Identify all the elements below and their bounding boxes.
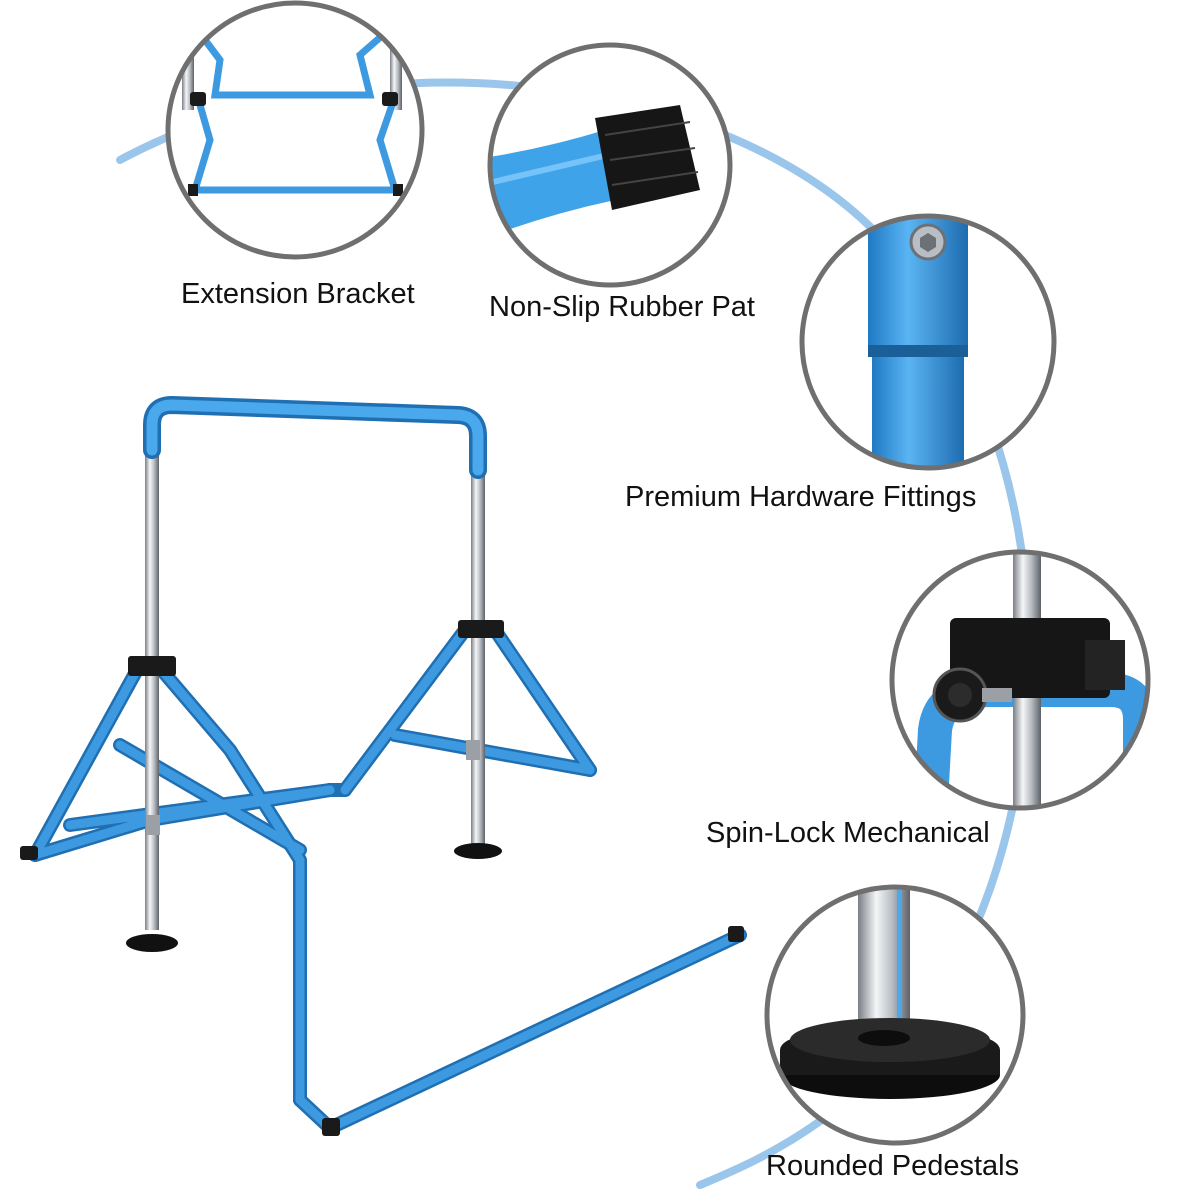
gymnastics-bar-frame	[20, 396, 747, 1136]
callout-rubber-pad-photo	[487, 42, 733, 288]
callout-label-hardware-fittings: Premium Hardware Fittings	[625, 481, 977, 513]
callout-label-pedestals: Rounded Pedestals	[766, 1150, 1020, 1182]
callout-spin-lock-photo	[889, 549, 1151, 811]
callout-label-spin-lock: Spin-Lock Mechanical	[706, 817, 990, 849]
callout-label-rubber-pad: Non-Slip Rubber Pat	[489, 291, 755, 323]
callout-hardware-fittings-photo	[799, 213, 1057, 471]
callout-label-extension-bracket: Extension Bracket	[181, 278, 415, 310]
callout-pedestal-photo	[764, 884, 1026, 1146]
callout-extension-bracket-photo	[165, 0, 425, 260]
